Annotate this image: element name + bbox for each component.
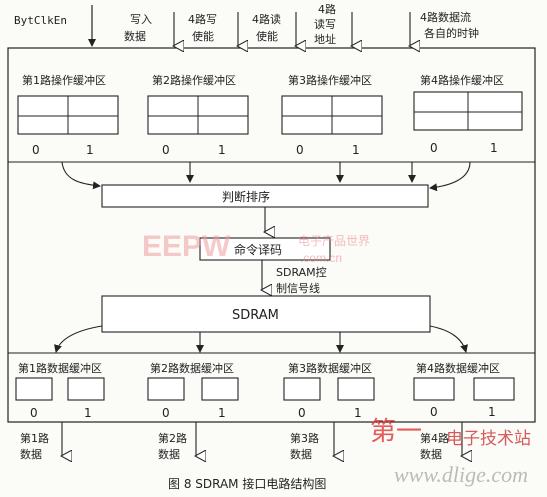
output-1-line2: 数据 <box>20 447 42 461</box>
arbiter-label: 判断排序 <box>222 189 270 204</box>
op-buffer-4-label: 第4路操作缓冲区 <box>420 73 504 87</box>
op-buffer-1-label: 第1路操作缓冲区 <box>22 73 106 87</box>
input-clock-line2: 各自的时钟 <box>424 26 479 40</box>
sdram-label: SDRAM <box>232 308 279 323</box>
eepw-logo-text: EEPW <box>142 230 231 263</box>
input-clk-label: BytClkEn <box>14 14 67 27</box>
eepw-url-text: .com.cn <box>300 251 342 265</box>
dlige-cn-text: 第一 <box>370 417 422 447</box>
data-buffer-4-slot1: 1 <box>488 405 496 419</box>
input-write-data-line2: 数据 <box>124 29 146 43</box>
op-buffer-3-slot1: 1 <box>352 143 360 157</box>
input-clock-line1: 4路数据流 <box>420 10 471 24</box>
data-buffer-4-label: 第4路数据缓冲区 <box>416 361 500 375</box>
input-read-en-line1: 4路读 <box>252 12 281 26</box>
data-buffer-2-slot0: 0 <box>162 406 170 420</box>
data-buffer-4-slot0: 0 <box>430 405 438 419</box>
input-addr-line1: 4路 <box>318 3 336 16</box>
op-buffer-4-slot0: 0 <box>430 141 438 155</box>
data-buffer-4: 第4路数据缓冲区 0 1 <box>413 361 515 419</box>
op-buffer-3-label: 第3路操作缓冲区 <box>288 73 372 87</box>
data-buffer-1-slot1: 1 <box>84 406 92 420</box>
dlige-watermark: 第一 电子技术站 www.dlige.com <box>370 417 531 487</box>
eepw-watermark: EEPW 电子产品世界 .com.cn <box>142 230 370 265</box>
op-to-arbiter-arrows <box>61 161 471 192</box>
output-3-line2: 数据 <box>290 447 312 461</box>
eepw-cn-text: 电子产品世界 <box>298 234 370 248</box>
dlige-site-text: 电子技术站 <box>446 429 531 449</box>
op-buffer-4: 第4路操作缓冲区 0 1 <box>413 73 523 155</box>
output-4-line2: 数据 <box>420 447 442 461</box>
op-buffer-3-slot0: 0 <box>296 143 304 157</box>
dlige-url-text: www.dlige.com <box>394 462 528 487</box>
figure-caption: 图 8 SDRAM 接口电路结构图 <box>168 476 326 491</box>
output-3-line1: 第3路 <box>290 431 319 445</box>
input-addr-line3: 地址 <box>314 32 336 46</box>
op-buffer-1-slot0: 0 <box>32 143 40 157</box>
decoder-label: 命令译码 <box>234 242 282 257</box>
decoder-block <box>199 237 331 261</box>
input-write-data-line1: 写入 <box>130 13 152 26</box>
input-read-en-line2: 使能 <box>256 29 278 43</box>
output-4-line1: 第4路 <box>420 431 449 445</box>
data-buffer-3-slot0: 0 <box>298 406 306 420</box>
ctrl-signal-line1: SDRAM控 <box>276 265 327 279</box>
outer-frame <box>7 47 536 423</box>
output-hollow-arrows <box>62 422 462 456</box>
op-buffer-1: 第1路操作缓冲区 0 1 <box>17 73 119 157</box>
op-buffer-3: 第3路操作缓冲区 0 1 <box>281 73 383 157</box>
data-buffer-3-label: 第3路数据缓冲区 <box>288 361 372 375</box>
data-buffer-3-slot1: 1 <box>354 406 362 420</box>
data-buffer-1: 第1路数据缓冲区 0 1 <box>15 361 105 420</box>
input-write-en-line1: 4路写 <box>188 13 217 26</box>
input-addr-line2: 读写 <box>314 17 336 31</box>
data-buffer-2-label: 第2路数据缓冲区 <box>150 361 234 375</box>
input-write-en-line2: 使能 <box>192 29 214 43</box>
input-hollow-arrows <box>174 12 410 46</box>
op-buffer-2-label: 第2路操作缓冲区 <box>152 73 236 87</box>
op-buffer-2-slot1: 1 <box>218 143 226 157</box>
op-buffer-1-slot1: 1 <box>86 143 94 157</box>
op-buffer-4-slot1: 1 <box>490 141 498 155</box>
data-buffer-3: 第3路数据缓冲区 0 1 <box>283 361 375 420</box>
output-1-line1: 第1路 <box>20 431 49 445</box>
data-buffer-2: 第2路数据缓冲区 0 1 <box>147 361 239 420</box>
sdram-block <box>101 295 431 333</box>
data-buffer-2-slot1: 1 <box>218 406 226 420</box>
sdram-to-data-arrows <box>54 325 468 353</box>
output-2-line1: 第2路 <box>158 431 187 445</box>
data-buffer-1-label: 第1路数据缓冲区 <box>18 361 102 375</box>
data-buffer-1-slot0: 0 <box>30 406 38 420</box>
op-buffer-2-slot0: 0 <box>162 143 170 157</box>
output-2-line2: 数据 <box>158 447 180 461</box>
op-buffer-2: 第2路操作缓冲区 0 1 <box>147 73 249 157</box>
ctrl-signal-line2: 制信号线 <box>276 281 320 295</box>
